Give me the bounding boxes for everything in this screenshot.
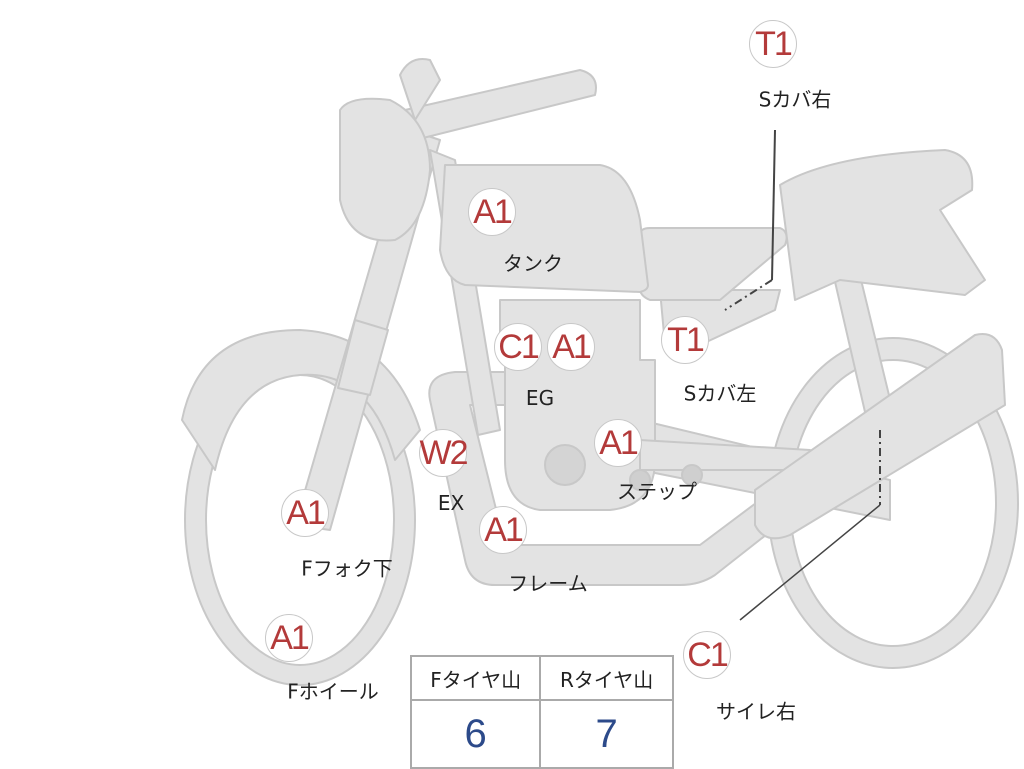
frame-lower bbox=[428, 371, 786, 586]
grade-front-wheel: A1 bbox=[265, 614, 313, 662]
grade-exhaust: W2 bbox=[419, 429, 469, 477]
label-muffler-right: サイレ右 bbox=[716, 699, 796, 724]
header-front-tire: Fタイヤ山 bbox=[409, 655, 542, 701]
value-front-tire: 6 bbox=[409, 699, 542, 769]
grade-muffler-right: C1 bbox=[683, 631, 731, 679]
leader-line-muffler-2 bbox=[739, 504, 881, 621]
label-exhaust: EX bbox=[437, 491, 465, 515]
label-frame: フレーム bbox=[508, 571, 588, 596]
label-front-fork: Fフォク下 bbox=[301, 556, 393, 581]
label-engine: EG bbox=[525, 386, 555, 410]
fork-guard bbox=[337, 319, 389, 396]
handlebar bbox=[404, 69, 597, 141]
value-rear-tire: 7 bbox=[539, 699, 674, 769]
rear-tail bbox=[779, 149, 986, 301]
step-peg-1 bbox=[629, 469, 651, 491]
step-peg-2 bbox=[681, 464, 703, 486]
grade-front-fork: A1 bbox=[281, 489, 329, 537]
engine-cover bbox=[544, 444, 586, 486]
grade-step: A1 bbox=[594, 419, 642, 467]
grade-engine-c1: C1 bbox=[494, 323, 542, 371]
headlight bbox=[339, 97, 431, 242]
leader-line-scover-right bbox=[771, 129, 776, 281]
grade-frame: A1 bbox=[479, 506, 527, 554]
label-scover-left: Sカバ左 bbox=[683, 381, 757, 406]
grade-engine-a1: A1 bbox=[547, 323, 595, 371]
mirror bbox=[399, 58, 441, 121]
grade-scover-left: T1 bbox=[661, 316, 709, 364]
label-tank: タンク bbox=[503, 251, 563, 276]
rear-wheel bbox=[767, 337, 1019, 669]
label-scover-right: Sカバ右 bbox=[758, 87, 832, 112]
header-rear-tire: Rタイヤ山 bbox=[539, 655, 674, 701]
label-front-wheel: Fホイール bbox=[287, 679, 379, 704]
label-step: ステップ bbox=[617, 479, 697, 504]
grade-scover-right: T1 bbox=[749, 20, 797, 68]
grade-tank: A1 bbox=[468, 188, 516, 236]
tire-tread-table: Fタイヤ山 Rタイヤ山 6 7 bbox=[409, 655, 674, 769]
